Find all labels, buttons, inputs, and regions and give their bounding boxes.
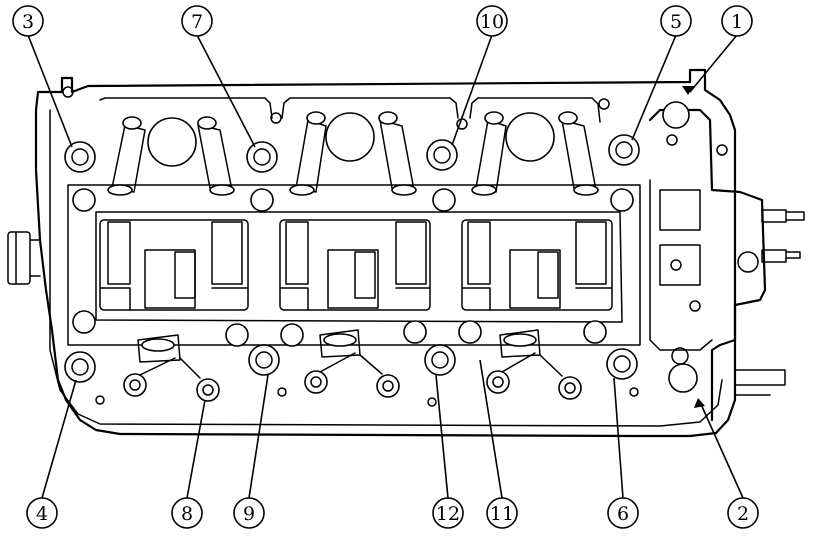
callout-10: 10	[476, 5, 508, 37]
head-bolt-9	[248, 344, 280, 376]
lower-rocker-arms	[123, 329, 582, 402]
cam-journals	[99, 219, 613, 311]
callout-5-label: 5	[670, 11, 682, 33]
leader-lines	[27, 34, 744, 499]
head-bolt-3	[64, 141, 96, 173]
callout-11: 11	[486, 497, 518, 529]
left-end-features	[7, 231, 41, 285]
callout-8: 8	[171, 497, 203, 529]
callout-4-label: 4	[36, 503, 48, 525]
callout-2: 2	[727, 497, 759, 529]
gasket-rail	[62, 86, 641, 407]
callout-3: 3	[12, 5, 44, 37]
callout-10-label: 10	[480, 11, 504, 33]
head-bolt-10	[426, 139, 458, 171]
callout-12-label: 12	[436, 503, 460, 525]
head-bolts	[64, 134, 640, 383]
callout-8-label: 8	[181, 503, 193, 525]
right-end-features	[648, 101, 805, 422]
callout-9: 9	[233, 497, 265, 529]
callout-2-label: 2	[737, 503, 749, 525]
callout-7-label: 7	[191, 11, 203, 33]
head-bolt-6	[606, 348, 638, 380]
callout-6: 6	[607, 497, 639, 529]
callout-11-label: 11	[490, 503, 514, 525]
head-bolt-5	[608, 134, 640, 166]
head-bolt-4	[64, 351, 96, 383]
callout-1-label: 1	[731, 11, 743, 33]
upper-rocker-arms	[107, 111, 599, 196]
callout-12: 12	[432, 497, 464, 529]
head-bolt-12	[424, 344, 456, 376]
callout-4: 4	[26, 497, 58, 529]
callout-1: 1	[721, 5, 753, 37]
callout-5: 5	[660, 5, 692, 37]
callout-6-label: 6	[617, 503, 629, 525]
callout-3-label: 3	[22, 11, 34, 33]
callout-7: 7	[181, 5, 213, 37]
head-bolt-7	[246, 141, 278, 173]
callout-9-label: 9	[243, 503, 255, 525]
